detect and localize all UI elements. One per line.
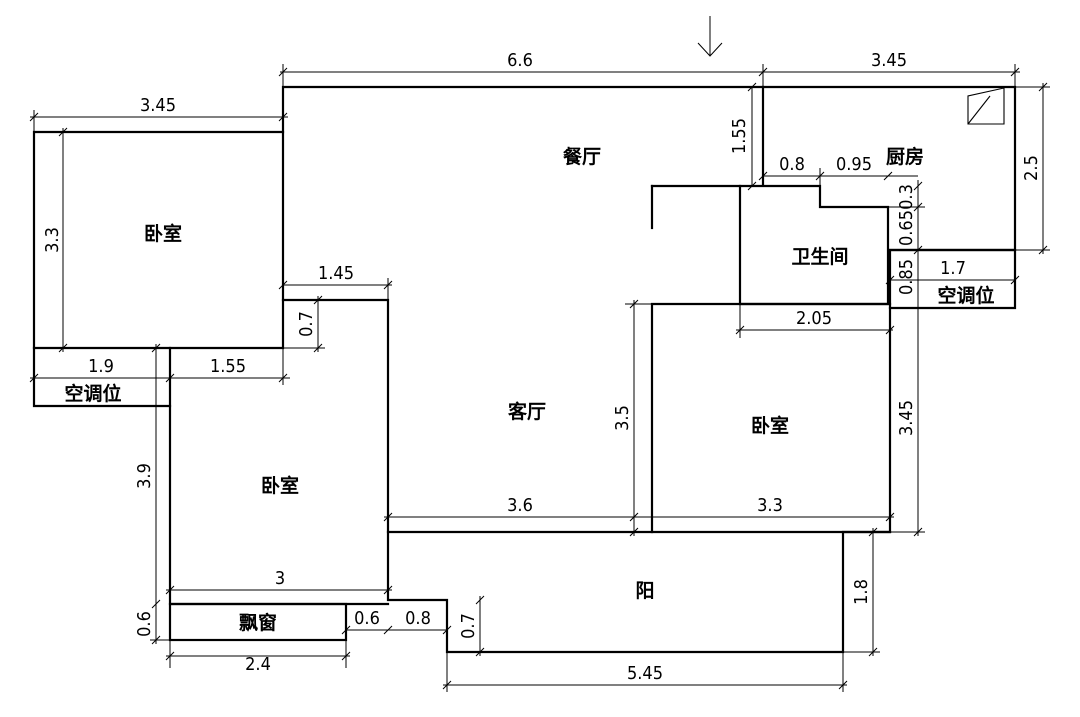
room-bathroom: 卫生间 xyxy=(791,245,848,268)
room-balcony: 阳 xyxy=(635,580,654,602)
room-labels: 餐厅 厨房 卧室 卫生间 空调位 空调位 客厅 卧室 卧室 阳 飘窗 xyxy=(64,145,994,634)
dim-h-1.9: 1.9 xyxy=(88,356,114,377)
dim-h-1.45: 1.45 xyxy=(318,263,354,284)
dim-v-3.3: 3.3 xyxy=(42,227,63,253)
bedroom-e-walls xyxy=(650,302,892,534)
down-arrow-icon xyxy=(697,16,723,57)
dimension-labels: 6.6 3.45 3.45 1.55 0.8 0.95 2.5 0.3 0.65… xyxy=(42,50,1042,684)
kitchen-cabinet-symbol xyxy=(967,87,1005,125)
dim-h-3: 3 xyxy=(275,568,285,589)
dim-h-0.95: 0.95 xyxy=(836,154,872,175)
dim-v-0.65: 0.65 xyxy=(896,210,917,246)
bathroom-walls xyxy=(738,184,890,306)
room-bedroom-sw: 卧室 xyxy=(261,474,299,497)
ac-west-walls xyxy=(32,346,172,408)
dim-top-3.45: 3.45 xyxy=(871,50,907,71)
dim-h-0.6: 0.6 xyxy=(354,608,380,629)
dim-v-1.8: 1.8 xyxy=(851,579,872,605)
dim-top-6.6: 6.6 xyxy=(507,50,533,71)
room-ac-east: 空调位 xyxy=(937,284,994,307)
dim-h-1.7: 1.7 xyxy=(940,258,966,279)
dim-h-5.45: 5.45 xyxy=(627,663,663,684)
dim-v-3.5: 3.5 xyxy=(612,405,633,431)
dim-v-0.7-balcony: 0.7 xyxy=(458,613,479,639)
bay-window-walls xyxy=(168,602,348,642)
main-wall-outline xyxy=(281,85,1017,654)
dim-v-1.55: 1.55 xyxy=(729,118,750,154)
dim-h-1.55: 1.55 xyxy=(210,356,246,377)
dimension-lines xyxy=(29,64,1050,692)
room-bedroom-nw: 卧室 xyxy=(144,222,182,245)
dim-h-3.3: 3.3 xyxy=(757,495,783,516)
dim-v-0.85: 0.85 xyxy=(896,259,917,295)
room-bay-window: 飘窗 xyxy=(239,611,277,634)
dim-v-0.6: 0.6 xyxy=(134,611,155,637)
dim-left-3.45: 3.45 xyxy=(140,95,176,116)
room-dining: 餐厅 xyxy=(563,145,601,168)
dim-v-0.3: 0.3 xyxy=(896,184,917,210)
dim-v-3.45: 3.45 xyxy=(896,400,917,436)
ac-east-walls xyxy=(888,248,1017,310)
room-kitchen: 厨房 xyxy=(886,145,924,168)
dim-h-0.8: 0.8 xyxy=(779,154,805,175)
dim-v-2.5: 2.5 xyxy=(1021,155,1042,181)
kitchen-cabinet-line xyxy=(967,95,991,125)
room-bedroom-e: 卧室 xyxy=(751,414,789,437)
room-ac-west: 空调位 xyxy=(64,382,121,405)
dim-h-2.05: 2.05 xyxy=(796,308,832,329)
room-living: 客厅 xyxy=(508,400,546,423)
dim-v-3.9: 3.9 xyxy=(134,463,155,489)
dim-h-2.4: 2.4 xyxy=(245,654,271,675)
dim-h-3.6: 3.6 xyxy=(507,495,533,516)
dim-h-0.8-balcony: 0.8 xyxy=(405,608,431,629)
dim-v-0.7-living: 0.7 xyxy=(296,311,317,337)
